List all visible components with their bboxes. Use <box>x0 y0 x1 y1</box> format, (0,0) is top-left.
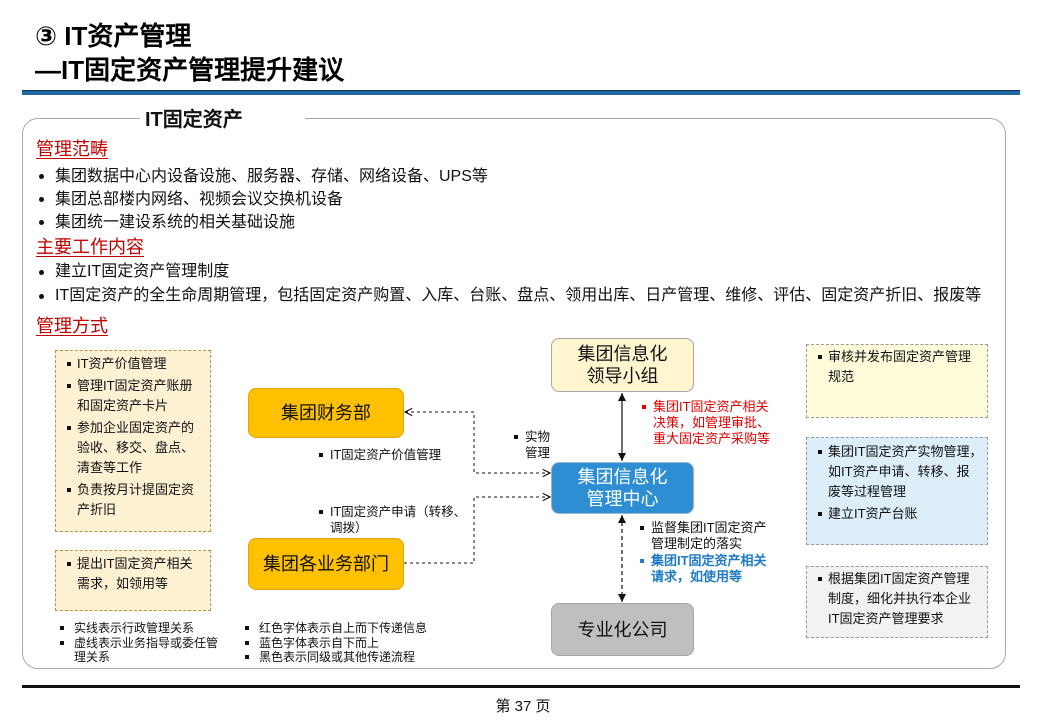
note-line: 集团IT固定资产实物管理， <box>828 444 983 459</box>
flow-label-line: 调拨） <box>330 521 368 535</box>
flow-label-line: 实物 <box>525 430 551 444</box>
page-number: 第 37 页 <box>495 698 551 715</box>
flow-label-company-up: 集团IT固定资产相关 请求，如使用等 <box>640 553 767 585</box>
note-item: 审核并发布固定资产管理 规范 <box>807 347 987 387</box>
footer-divider <box>22 685 1020 688</box>
list-item: 集团总部楼内网络、视频会议交换机设备 <box>38 188 488 211</box>
legend-item: 蓝色字体表示自下而上 <box>244 636 427 651</box>
center-duties-box: 集团IT固定资产实物管理， 如IT资产申请、转移、报 废等过程管理 建立IT资产… <box>806 437 988 545</box>
flow-label-request: IT固定资产申请（转移、 调拨） <box>319 504 466 536</box>
flow-label-line: 决策，如管理审批、 <box>653 415 771 430</box>
node-leadership-group: 集团信息化 领导小组 <box>551 338 694 392</box>
note-item: 集团IT固定资产实物管理， 如IT资产申请、转移、报 废等过程管理 <box>807 442 987 502</box>
company-duties-box: 根据集团IT固定资产管理 制度，细化并执行本企业 IT固定资产管理要求 <box>806 566 988 638</box>
note-line: IT资产价值管理 <box>77 356 167 371</box>
legend-line: 蓝色字体表示自下而上 <box>259 635 380 650</box>
note-item: 根据集团IT固定资产管理 制度，细化并执行本企业 IT固定资产管理要求 <box>807 569 987 629</box>
note-line: 规范 <box>828 369 855 384</box>
flow-label-value: IT固定资产价值管理 <box>319 447 441 463</box>
flow-label-line: 集团IT固定资产相关 <box>653 399 769 414</box>
legend-item: 黑色表示同级或其他传递流程 <box>244 650 427 665</box>
note-line: 参加企业固定资产的 <box>77 420 195 435</box>
list-item: 集团数据中心内设备设施、服务器、存储、网络设备、UPS等 <box>38 165 488 188</box>
flow-label-line: 管理 <box>525 446 551 460</box>
slide-title-line-1: ③ IT资产管理 <box>35 21 192 51</box>
flow-label-line: 集团IT固定资产相关 <box>651 553 767 568</box>
legend-line: 黑色表示同级或其他传递流程 <box>259 650 416 664</box>
note-item: 参加企业固定资产的 验收、移交、盘点、 清查等工作 <box>56 418 210 478</box>
flow-label-line: 管理制定的落实 <box>651 536 743 551</box>
note-line: 和固定资产卡片 <box>77 398 169 413</box>
node-label-line: 集团信息化 <box>577 467 668 487</box>
legend-line: 虚线表示业务指导或委任管 <box>74 635 219 650</box>
node-label-line: 管理中心 <box>586 489 659 509</box>
section-heading-scope: 管理范畴 <box>36 139 108 159</box>
flow-label-physical: 实物 管理 <box>514 429 550 461</box>
note-line: 负责按月计提固定资 <box>77 482 195 497</box>
note-line: 审核并发布固定资产管理 <box>828 349 972 364</box>
flow-label-line: 重大固定资产采购等 <box>653 431 771 446</box>
list-item: 建立IT固定资产管理制度 <box>38 260 981 284</box>
note-line: 制度，细化并执行本企业 <box>828 591 972 606</box>
legend-item: 虚线表示业务指导或委任管 理关系 <box>59 636 218 665</box>
legend-item: 实线表示行政管理关系 <box>59 621 218 636</box>
node-business-units: 集团各业务部门 <box>248 538 404 590</box>
legend-text-colors: 红色字体表示自上而下传递信息 蓝色字体表示自下而上 黑色表示同级或其他传递流程 <box>244 621 427 665</box>
node-finance-department: 集团财务部 <box>248 388 404 438</box>
note-line: 废等过程管理 <box>828 484 907 499</box>
node-label-line: 领导小组 <box>586 366 659 386</box>
legend-line: 红色字体表示自上而下传递信息 <box>259 621 428 635</box>
legend-line-styles: 实线表示行政管理关系 虚线表示业务指导或委任管 理关系 <box>59 621 218 665</box>
title-divider <box>22 90 1020 95</box>
note-line: 清查等工作 <box>77 460 143 475</box>
node-management-center: 集团信息化 管理中心 <box>551 462 694 514</box>
flow-label-line: 监督集团IT固定资产 <box>651 520 767 535</box>
list-item: 集团统一建设系统的相关基础设施 <box>38 211 488 234</box>
business-duties-box: 提出IT固定资产相关 需求，如领用等 <box>55 550 211 611</box>
section-heading-method: 管理方式 <box>36 316 108 336</box>
flow-label-supervise: 监督集团IT固定资产 管理制定的落实 <box>640 520 767 552</box>
finance-duties-box: IT资产价值管理 管理IT固定资产账册 和固定资产卡片 参加企业固定资产的 验收… <box>55 350 211 532</box>
legend-line: 实线表示行政管理关系 <box>74 621 195 635</box>
legend-line: 理关系 <box>74 650 111 664</box>
node-label-line: 集团信息化 <box>577 344 668 364</box>
legend-item: 红色字体表示自上而下传递信息 <box>244 621 427 636</box>
flow-label-line: 请求，如使用等 <box>651 569 743 584</box>
note-item: 管理IT固定资产账册 和固定资产卡片 <box>56 376 210 416</box>
flow-label-line: IT固定资产申请（转移、 <box>330 505 467 519</box>
note-line: IT固定资产管理要求 <box>828 611 944 626</box>
node-label: 集团财务部 <box>281 403 371 423</box>
node-label: 集团各业务部门 <box>263 554 389 574</box>
note-line: 提出IT固定资产相关 <box>77 556 193 571</box>
flow-label-leadership-down: 集团IT固定资产相关 决策，如管理审批、 重大固定资产采购等 <box>642 399 770 447</box>
content-panel <box>22 118 1006 669</box>
scope-list: 集团数据中心内设备设施、服务器、存储、网络设备、UPS等 集团总部楼内网络、视频… <box>38 165 488 234</box>
note-line: 产折旧 <box>77 502 117 517</box>
section-heading-work: 主要工作内容 <box>36 237 144 257</box>
work-list: 建立IT固定资产管理制度 IT固定资产的全生命周期管理，包括固定资产购置、入库、… <box>38 260 981 308</box>
leadership-duties-box: 审核并发布固定资产管理 规范 <box>806 344 988 418</box>
node-specialized-company: 专业化公司 <box>551 603 694 656</box>
flow-label-line: IT固定资产价值管理 <box>330 448 442 462</box>
note-item: 负责按月计提固定资 产折旧 <box>56 480 210 520</box>
note-line: 需求，如领用等 <box>77 576 169 591</box>
node-label: 专业化公司 <box>577 619 668 640</box>
note-item: 提出IT固定资产相关 需求，如领用等 <box>56 554 210 594</box>
slide-title-line-2: —IT固定资产管理提升建议 <box>35 55 345 85</box>
note-line: 根据集团IT固定资产管理 <box>828 571 970 586</box>
note-line: 管理IT固定资产账册 <box>77 378 193 393</box>
note-line: 建立IT资产台账 <box>828 506 918 521</box>
note-item: IT资产价值管理 <box>56 354 210 374</box>
panel-tab-label: IT固定资产 <box>140 108 305 132</box>
list-item: IT固定资产的全生命周期管理，包括固定资产购置、入库、台账、盘点、领用出库、日产… <box>38 284 981 308</box>
note-line: 如IT资产申请、转移、报 <box>828 464 970 479</box>
note-line: 验收、移交、盘点、 <box>77 440 195 455</box>
note-item: 建立IT资产台账 <box>807 504 987 524</box>
